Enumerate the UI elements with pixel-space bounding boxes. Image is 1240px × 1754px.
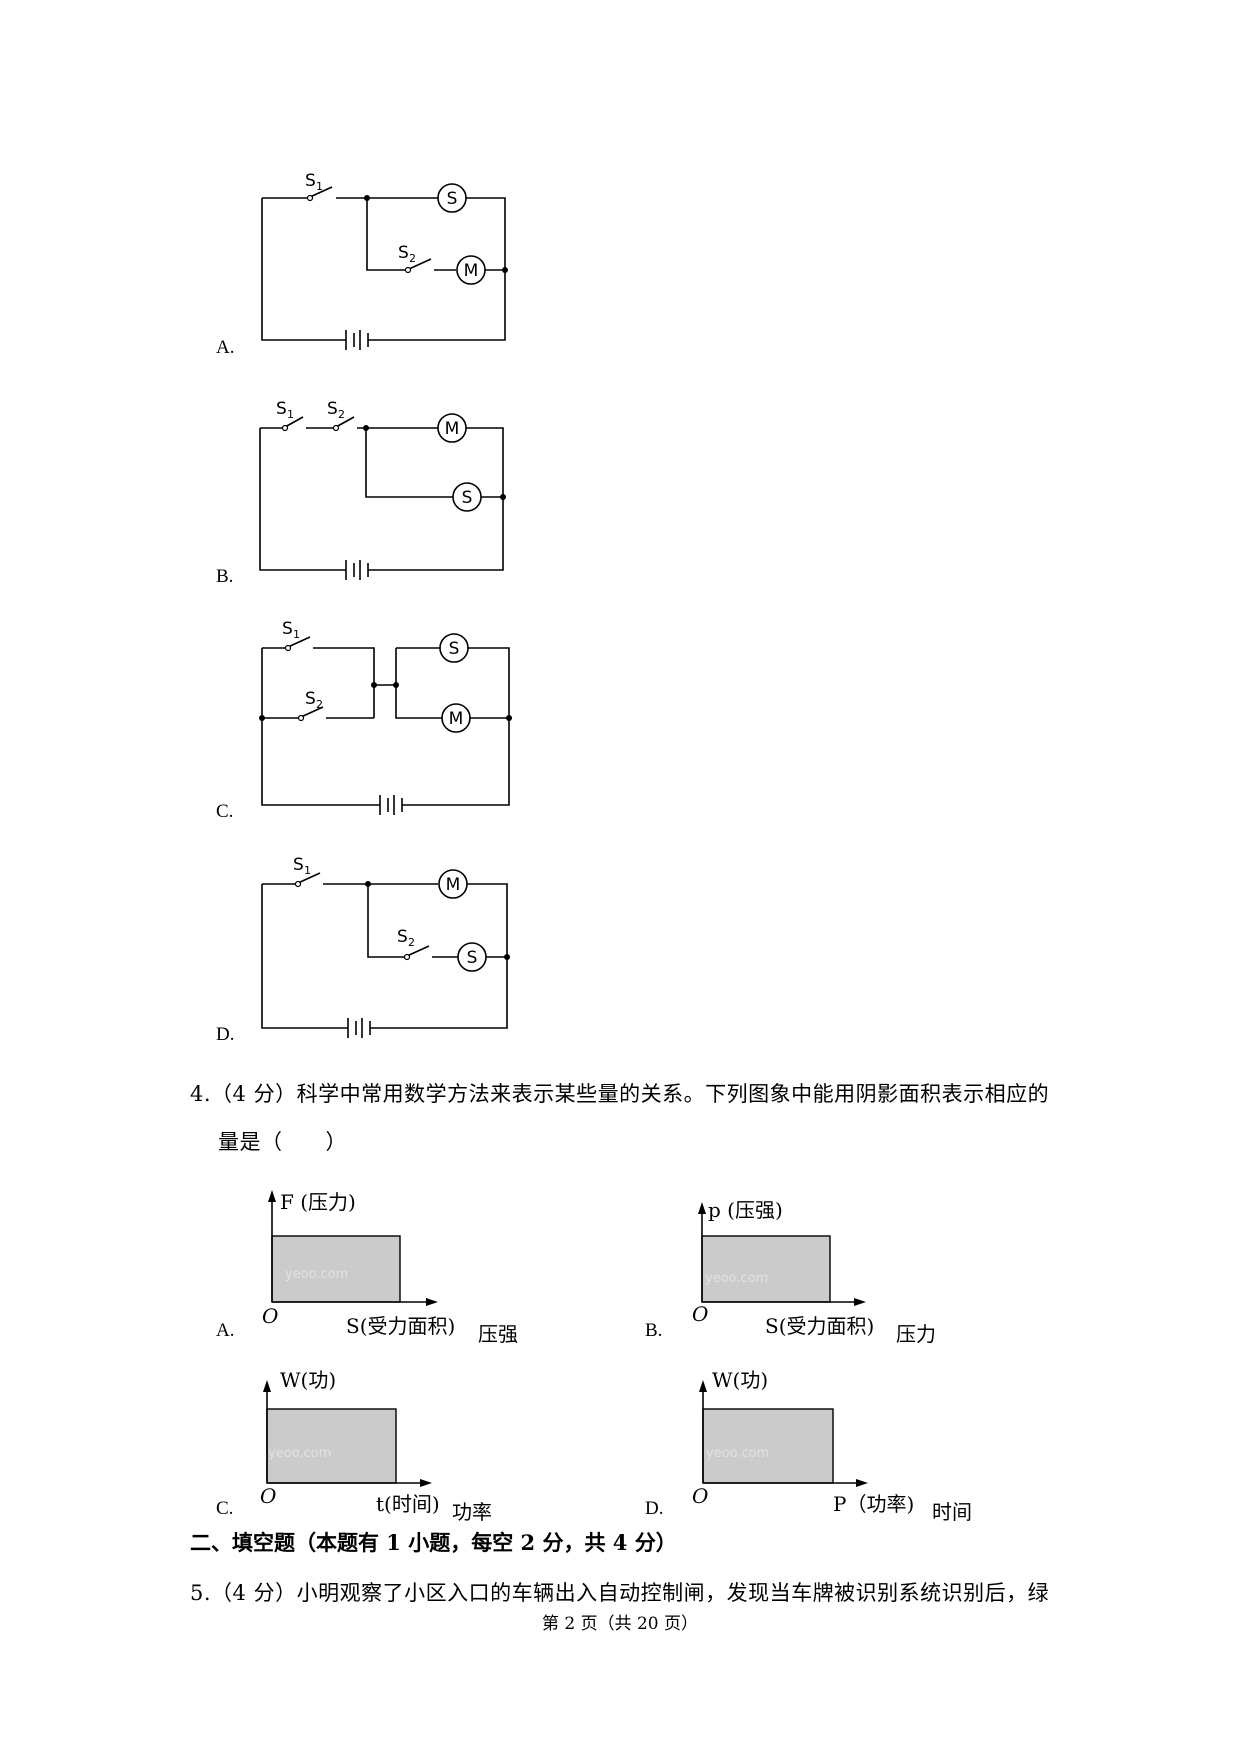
graph-a-origin: O: [262, 1304, 279, 1328]
switch-s2-label: S: [305, 689, 316, 709]
graph-option-d-label: D.: [645, 1498, 664, 1519]
switch-s2-label: S: [397, 927, 408, 947]
switch-s2-label: S: [327, 399, 338, 419]
switch-s1-subscript: 1: [304, 864, 311, 877]
switch-s2-subscript: 2: [316, 698, 323, 711]
graph-a-y-axis-label: F (压力): [280, 1190, 356, 1214]
graph-b: yeoo.com: [698, 1202, 866, 1306]
device-branch: S: [467, 948, 478, 968]
switch-s1-label: S: [282, 619, 293, 639]
switch-s2-subscript: 2: [409, 252, 416, 265]
watermark: yeoo.com: [285, 1267, 348, 1282]
switch-s2-label: S: [398, 243, 409, 263]
graph-option-b-label: B.: [645, 1320, 663, 1341]
watermark: yeoo.com: [706, 1446, 769, 1461]
graph-a-shaded-quantity: 压强: [478, 1322, 518, 1346]
section-2-heading: 二、填空题（本题有 1 小题，每空 2 分，共 4 分）: [190, 1530, 677, 1555]
graph-c-shaded-quantity: 功率: [452, 1500, 492, 1524]
circuit-option-b-label: B.: [216, 566, 234, 587]
graph-d: yeoo.com: [699, 1380, 868, 1487]
question-4-line-1: 4.（4 分）科学中常用数学方法来表示某些量的关系。下列图象中能用阴影面积表示相…: [190, 1082, 1050, 1106]
watermark: yeoo.com: [268, 1446, 331, 1461]
switch-s1-label: S: [305, 171, 316, 191]
graph-b-origin: O: [692, 1302, 709, 1326]
graph-c-y-axis-label: W(功): [280, 1368, 337, 1392]
page-footer: 第 2 页（共 20 页）: [541, 1614, 699, 1634]
circuit-option-d-label: D.: [216, 1024, 235, 1045]
switch-s1-label: S: [293, 855, 304, 875]
graph-d-x-axis-label: P（功率): [833, 1492, 915, 1516]
device-top: S: [447, 189, 458, 209]
device-branch: M: [449, 709, 464, 729]
device-branch: M: [464, 261, 479, 281]
switch-s1-subscript: 1: [293, 628, 300, 641]
switch-s2-subscript: 2: [408, 936, 415, 949]
switch-s1-label: S: [276, 399, 287, 419]
graph-c-x-axis-label: t(时间): [376, 1492, 440, 1516]
watermark: yeoo.com: [705, 1271, 768, 1286]
device-top: M: [446, 875, 461, 895]
graph-c: yeoo.com: [263, 1380, 432, 1487]
device-top: S: [449, 639, 460, 659]
graph-a-x-axis-label: S(受力面积): [346, 1314, 456, 1338]
graph-d-y-axis-label: W(功): [712, 1368, 769, 1392]
switch-s1-subscript: 1: [287, 408, 294, 421]
device-top: M: [445, 419, 460, 439]
graph-d-origin: O: [692, 1484, 709, 1508]
graph-c-origin: O: [260, 1484, 277, 1508]
graph-b-shaded-quantity: 压力: [896, 1322, 936, 1346]
graph-a: yeoo.com: [268, 1190, 438, 1306]
switch-s1-subscript: 1: [316, 180, 323, 193]
graph-b-y-axis-label: p (压强): [708, 1198, 783, 1222]
graph-option-a-label: A.: [216, 1320, 235, 1341]
circuit-option-a-label: A.: [216, 337, 235, 358]
switch-s2-subscript: 2: [338, 408, 345, 421]
graph-b-x-axis-label: S(受力面积): [765, 1314, 875, 1338]
device-branch: S: [462, 488, 473, 508]
graph-d-shaded-quantity: 时间: [932, 1500, 972, 1524]
graph-option-c-label: C.: [216, 1498, 234, 1519]
circuit-option-c-label: C.: [216, 801, 234, 822]
question-4-line-2: 量是（ ）: [218, 1130, 347, 1154]
question-5-line-1: 5.（4 分）小明观察了小区入口的车辆出入自动控制闸，发现当车牌被识别系统识别后…: [190, 1581, 1050, 1605]
circuit-c: [261, 633, 510, 815]
